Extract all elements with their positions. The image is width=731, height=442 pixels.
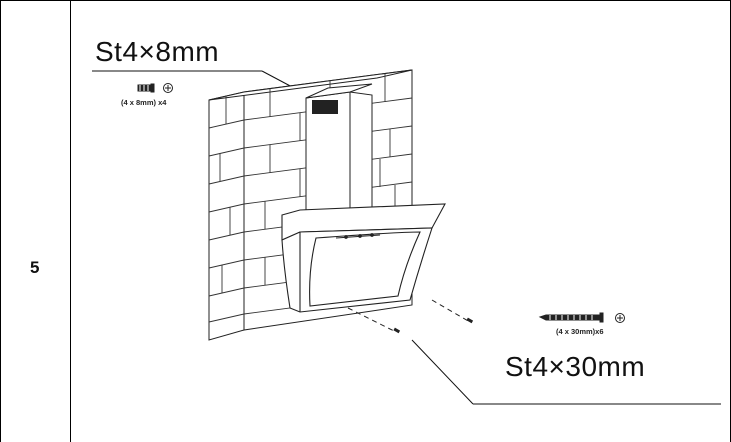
table-left-border	[0, 0, 1, 442]
phillips-head-icon	[615, 313, 625, 323]
table-column-divider	[70, 0, 71, 442]
screw-guide-lines	[347, 299, 471, 333]
screw-icon	[137, 83, 155, 93]
phillips-head-icon	[163, 83, 173, 93]
duct-bracket	[312, 100, 338, 114]
screw-icon	[466, 317, 474, 324]
small-screw-spec: (4 x 8mm) x4	[121, 98, 167, 107]
screw-icon	[538, 312, 604, 323]
large-screw-spec: (4 x 30mm)x6	[556, 327, 604, 336]
leader-lines	[92, 70, 721, 405]
small-screw-label: St4×8mm	[95, 36, 220, 67]
chimney-duct-icon	[305, 83, 373, 213]
large-screw-leader-pointer	[411, 339, 474, 405]
table-top-border	[0, 0, 731, 1]
large-screw-label: St4×30mm	[505, 351, 646, 382]
hood-icon	[281, 203, 446, 313]
step-number: 5	[30, 258, 40, 277]
screw-icon	[393, 327, 401, 334]
guide-screws	[393, 317, 474, 334]
